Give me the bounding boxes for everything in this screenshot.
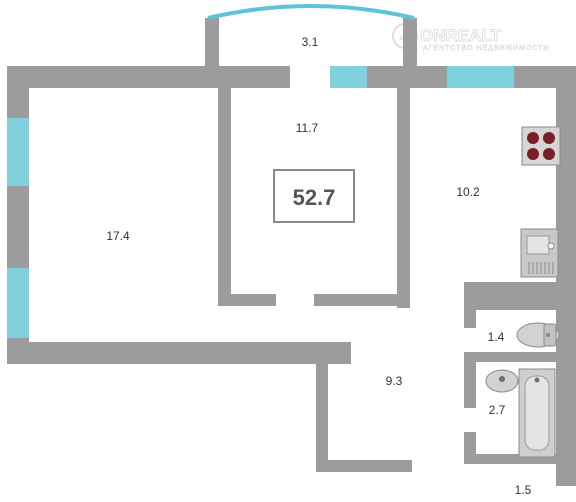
- total-area-frame: [273, 169, 355, 223]
- window-left-lower: [7, 268, 29, 338]
- watermark-brand: ONREALT: [420, 26, 502, 45]
- window-left-upper: [7, 118, 29, 186]
- wall-top-mid: [367, 66, 447, 88]
- wall-bath-top: [464, 282, 556, 310]
- balcony-rail: [207, 4, 415, 20]
- stove-icon: [521, 126, 561, 166]
- wall-top-left: [7, 66, 290, 88]
- wall-bath-left-upper: [464, 282, 476, 328]
- wall-bath-left-lower: [464, 352, 476, 408]
- total-area: 52.7: [293, 185, 336, 210]
- wall-hall-left: [316, 342, 328, 472]
- room-area-living: 17.4: [106, 229, 130, 243]
- toilet-icon: [516, 322, 560, 348]
- wall-bedroom-bottom-left: [218, 294, 276, 306]
- room-area-toilet: 1.4: [488, 330, 505, 344]
- wall-bath-bottom-left: [464, 432, 476, 458]
- wall-bedroom-bottom-right: [314, 294, 410, 306]
- room-area-bathroom: 2.7: [489, 403, 506, 417]
- wall-right: [556, 66, 576, 486]
- bathtub-icon: [518, 368, 556, 458]
- wall-bottom: [316, 460, 412, 472]
- window-bedroom-balcony: [330, 66, 367, 88]
- bathroom-sink-icon: [485, 369, 519, 393]
- window-kitchen: [447, 66, 514, 88]
- room-area-bedroom: 11.7: [296, 121, 319, 135]
- wall-bottom-left: [7, 342, 351, 364]
- wall-balcony-left: [205, 18, 219, 88]
- room-area-kitchen: 10.2: [456, 185, 480, 199]
- walls: [7, 18, 576, 486]
- wall-bath-divider: [464, 352, 556, 362]
- watermark: ONREALT АГЕНТСТВО НЕДВИЖИМОСТИ: [392, 23, 549, 52]
- wall-bath-bottom: [464, 454, 556, 464]
- wall-bedroom-right: [397, 88, 410, 308]
- wall-bedroom-left: [218, 88, 231, 300]
- room-area-balcony: 3.1: [302, 35, 319, 49]
- watermark-tagline: АГЕНТСТВО НЕДВИЖИМОСТИ: [423, 45, 549, 52]
- room-area-hallway: 9.3: [386, 374, 403, 388]
- room-area-storage: 1.5: [515, 483, 532, 497]
- kitchen-sink-icon: [520, 228, 559, 278]
- windows: [7, 66, 514, 338]
